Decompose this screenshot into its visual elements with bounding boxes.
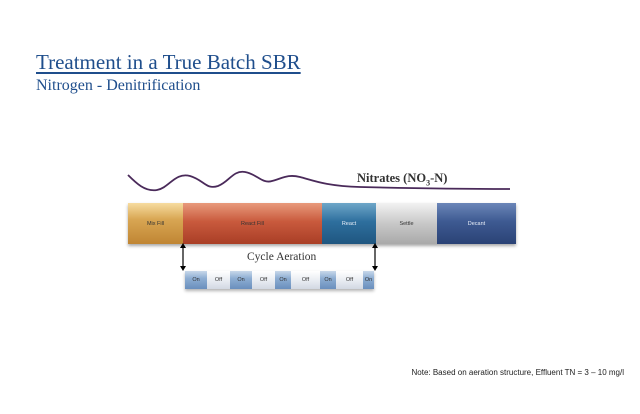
nitrates-label-main: Nitrates (NO (357, 171, 427, 185)
phase-react-label: React (341, 220, 357, 227)
aeration-off-cell: Off (291, 271, 320, 289)
aeration-off-cell: Off (336, 271, 363, 289)
nitrates-label-tail: -N) (430, 171, 448, 185)
phase-settle: Settle (376, 203, 437, 244)
aeration-on-cell: On (230, 271, 252, 289)
right-double-arrow-icon (372, 243, 378, 271)
phase-react-fill: React Fill (183, 203, 322, 244)
footnote: Note: Based on aeration structure, Efflu… (411, 368, 625, 377)
aeration-on-cell: On (275, 271, 291, 289)
aeration-bar: On Off On Off On Off On Off On (185, 271, 374, 289)
phase-react-fill-label: React Fill (241, 220, 264, 227)
phase-mix-fill: Mix Fill (128, 203, 183, 244)
aeration-on-cell: On (363, 271, 374, 289)
phase-bar: Mix Fill React Fill React Settle Decant (128, 203, 516, 244)
phase-react: React (322, 203, 376, 244)
phase-settle-label: Settle (399, 220, 414, 227)
phase-mix-fill-label: Mix Fill (146, 220, 165, 227)
phase-decant-label: Decant (467, 220, 486, 227)
nitrates-label: Nitrates (NO3-N) (357, 171, 447, 188)
aeration-off-cell: Off (252, 271, 275, 289)
slide-subtitle: Nitrogen - Denitrification (36, 77, 201, 94)
nitrate-curve-line (127, 170, 511, 192)
nitrates-label-subscript: 3 (426, 178, 431, 188)
phase-decant: Decant (437, 203, 516, 244)
aeration-on-cell: On (185, 271, 207, 289)
slide-title: Treatment in a True Batch SBR (36, 50, 301, 74)
left-double-arrow-icon (180, 243, 186, 271)
aeration-off-cell: Off (207, 271, 230, 289)
aeration-on-cell: On (320, 271, 336, 289)
cycle-aeration-label: Cycle Aeration (247, 251, 317, 263)
